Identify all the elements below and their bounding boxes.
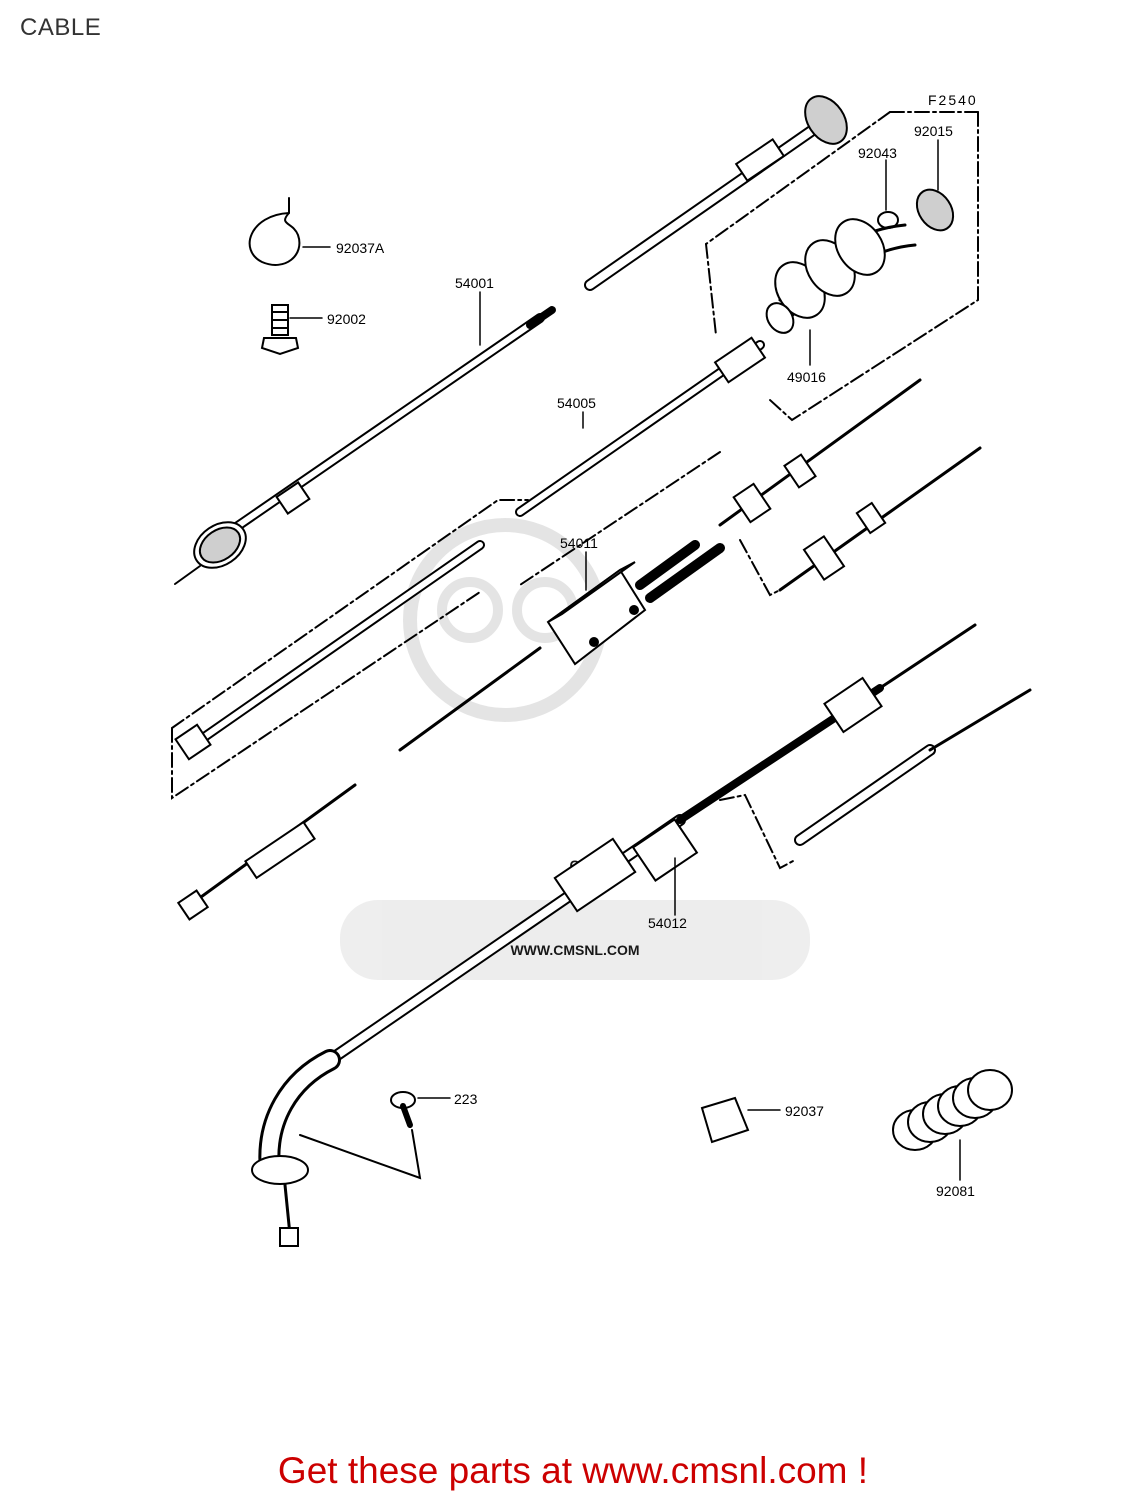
screw-223 bbox=[390, 1091, 416, 1128]
figure-code: F2540 bbox=[928, 92, 978, 108]
callout-92081: 92081 bbox=[936, 1183, 975, 1199]
cmsnl-watermark: CMS WWW.CMSNL.COM bbox=[340, 518, 810, 980]
callout-92037: 92037 bbox=[785, 1103, 824, 1119]
callout-92043: 92043 bbox=[858, 145, 897, 161]
callout-92002: 92002 bbox=[327, 311, 366, 327]
callout-labels: 92037A 92002 54001 54005 92043 92015 490… bbox=[327, 123, 975, 1199]
callout-54005: 54005 bbox=[557, 395, 596, 411]
page-title: CABLE bbox=[20, 14, 102, 41]
tachometer-cable-top bbox=[584, 95, 848, 291]
junction-block-54011 bbox=[398, 540, 725, 752]
callout-92015: 92015 bbox=[914, 123, 953, 139]
clip-92037 bbox=[700, 1096, 750, 1144]
small-cables-right bbox=[718, 378, 982, 597]
spring-clip-92037A bbox=[248, 197, 301, 266]
callout-54001: 54001 bbox=[455, 275, 494, 291]
callout-49016: 49016 bbox=[787, 369, 826, 385]
get-parts-link[interactable]: Get these parts at www.cmsnl.com ! bbox=[277, 1450, 869, 1491]
cable-54005 bbox=[515, 336, 767, 517]
cable-lower-left bbox=[174, 540, 485, 761]
bolt-92002 bbox=[260, 304, 300, 356]
throttle-cable-54012 bbox=[251, 623, 1032, 1247]
callout-223: 223 bbox=[454, 1091, 478, 1107]
speedometer-cable-54001 bbox=[174, 306, 556, 585]
adjuster-assembly bbox=[765, 188, 955, 334]
small-cable-lower-left bbox=[176, 783, 357, 921]
spring-92081 bbox=[892, 1069, 1013, 1151]
callout-54011: 54011 bbox=[560, 535, 598, 551]
callout-92037A: 92037A bbox=[336, 240, 385, 256]
callout-54012: 54012 bbox=[648, 915, 687, 931]
watermark-url: WWW.CMSNL.COM bbox=[510, 942, 639, 958]
